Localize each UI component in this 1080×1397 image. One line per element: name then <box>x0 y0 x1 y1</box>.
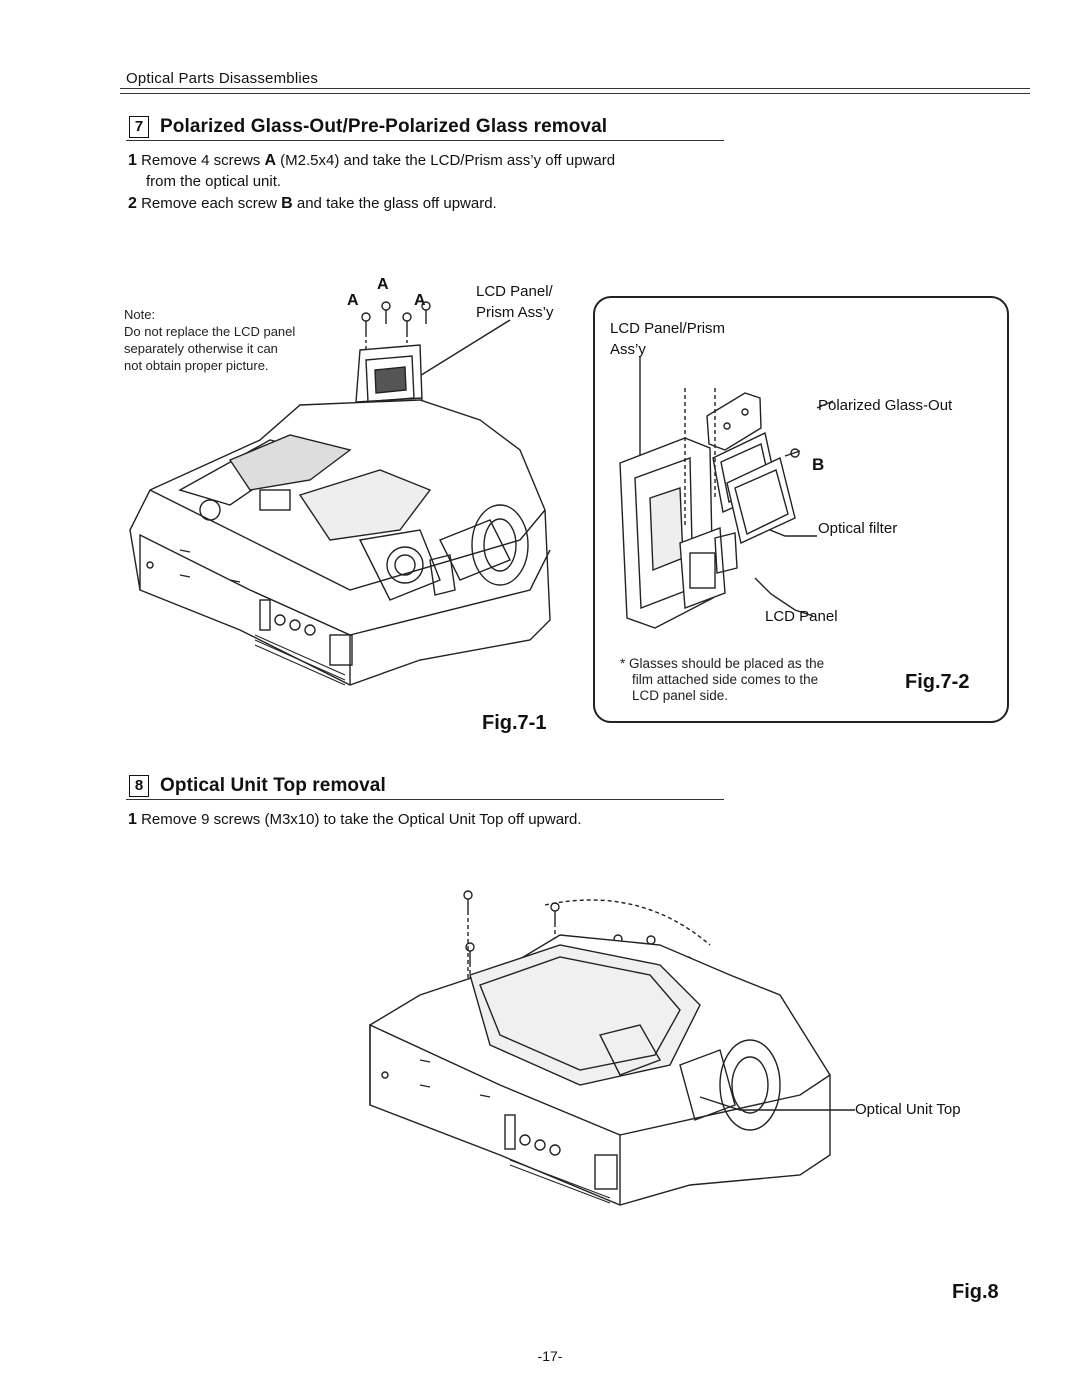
label-lcd-prism-assy: LCD Panel/ Prism Ass’y <box>476 281 554 323</box>
label-line: Ass’y <box>610 341 646 358</box>
footnote-line: * Glasses should be placed as the <box>620 656 825 671</box>
fig8-caption: Fig.8 <box>952 1281 999 1303</box>
label-lcd-prism-assy-2: LCD Panel/Prism Ass’y <box>610 318 725 360</box>
label-polarized-glass-out: Polarized Glass-Out <box>818 397 953 414</box>
label-optical-unit-top: Optical Unit Top <box>855 1101 961 1118</box>
screw-letter-a: A <box>414 292 426 309</box>
step-text: from the optical unit. <box>146 173 282 190</box>
section-7-number: 7 <box>129 116 149 138</box>
fig7-1-note: Note: Do not replace the LCD panel separ… <box>124 306 295 374</box>
fig7-2-caption: Fig.7-2 <box>905 671 970 693</box>
fig7-2-lcd-assembly-illustration <box>619 356 834 629</box>
screw-icon <box>361 301 431 334</box>
section-8-title: Optical Unit Top removal <box>160 775 386 796</box>
section-8-rule <box>126 799 724 800</box>
label-line: LCD Panel/ <box>476 283 553 300</box>
section-7-step-1: 1 Remove 4 screws A (M2.5x4) and take th… <box>128 150 728 192</box>
section-8-step-1: 1 Remove 9 screws (M3x10) to take the Op… <box>128 809 748 830</box>
fig8-projector-illustration <box>369 890 855 1206</box>
page-number: -17- <box>537 1348 563 1364</box>
step-text: Remove 4 screws <box>141 152 265 169</box>
note-line: not obtain proper picture. <box>124 358 269 373</box>
screw-letter-a: A <box>377 276 389 293</box>
step-text: Remove 9 screws (M3x10) to take the Opti… <box>141 811 582 828</box>
screw-ref: A <box>264 152 277 169</box>
label-optical-filter: Optical filter <box>818 520 898 537</box>
section-7-title: Polarized Glass-Out/Pre-Polarized Glass … <box>160 116 608 137</box>
screw-letter-b: B <box>812 455 825 474</box>
section-7-step-2: 2 Remove each screw B and take the glass… <box>128 193 728 214</box>
step-text: (M2.5x4) and take the LCD/Prism ass’y of… <box>276 152 616 169</box>
fig7-2-box <box>593 296 1009 723</box>
footnote-line: film attached side comes to the <box>632 672 819 687</box>
step-text: Remove each screw <box>141 195 282 212</box>
header-rule <box>120 88 1030 94</box>
label-line: LCD Panel/Prism <box>610 320 726 337</box>
label-lcd-panel: LCD Panel <box>765 608 838 625</box>
section-8-number: 8 <box>129 775 149 797</box>
note-line: Do not replace the LCD panel <box>124 324 296 339</box>
section-7-rule <box>126 140 724 141</box>
section-header-label: Optical Parts Disassemblies <box>126 70 319 87</box>
note-line: separately otherwise it can <box>124 341 278 356</box>
screw-ref: B <box>281 195 293 212</box>
step-number: 2 <box>128 195 137 212</box>
fig7-1-projector-illustration <box>129 301 551 686</box>
label-line: Prism Ass’y <box>476 304 554 321</box>
screw-letter-a: A <box>347 292 359 309</box>
note-heading: Note: <box>124 307 156 322</box>
fig7-2-footnote: * Glasses should be placed as the film a… <box>620 656 824 704</box>
step-number: 1 <box>128 152 137 169</box>
footnote-line: LCD panel side. <box>632 688 729 703</box>
fig7-1-caption: Fig.7-1 <box>482 712 547 734</box>
step-number: 1 <box>128 811 137 828</box>
step-text: and take the glass off upward. <box>292 195 497 212</box>
